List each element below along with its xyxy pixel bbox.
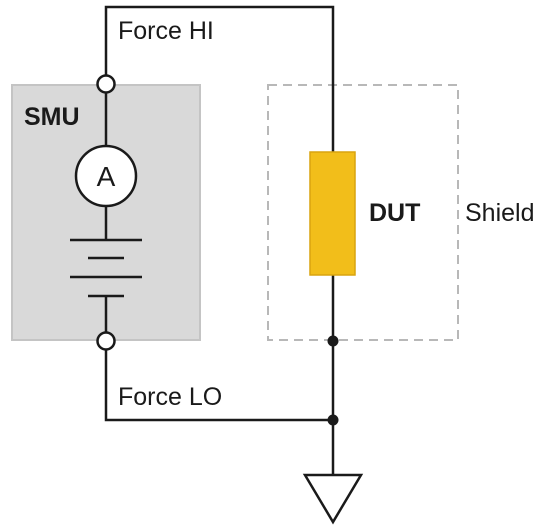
shield-junction-dot-icon — [327, 335, 339, 347]
shield-box — [267, 84, 459, 341]
force-lo-label: Force LO — [118, 383, 222, 411]
shield-label: Shield — [465, 199, 535, 227]
ammeter-label: A — [97, 161, 116, 192]
dut-label: DUT — [369, 199, 420, 227]
force-lo-wire — [104, 350, 333, 422]
force-hi-terminal-icon — [96, 74, 116, 94]
force-hi-wire — [104, 5, 335, 152]
dut-resistor — [309, 151, 356, 276]
smu-label: SMU — [24, 103, 80, 131]
battery-icon — [70, 238, 142, 298]
ground-junction-dot-icon — [327, 414, 339, 426]
force-hi-label: Force HI — [118, 17, 214, 45]
ammeter-icon — [74, 144, 138, 208]
force-lo-terminal-icon — [96, 331, 116, 351]
ground-icon — [302, 473, 364, 525]
wires — [104, 5, 335, 475]
